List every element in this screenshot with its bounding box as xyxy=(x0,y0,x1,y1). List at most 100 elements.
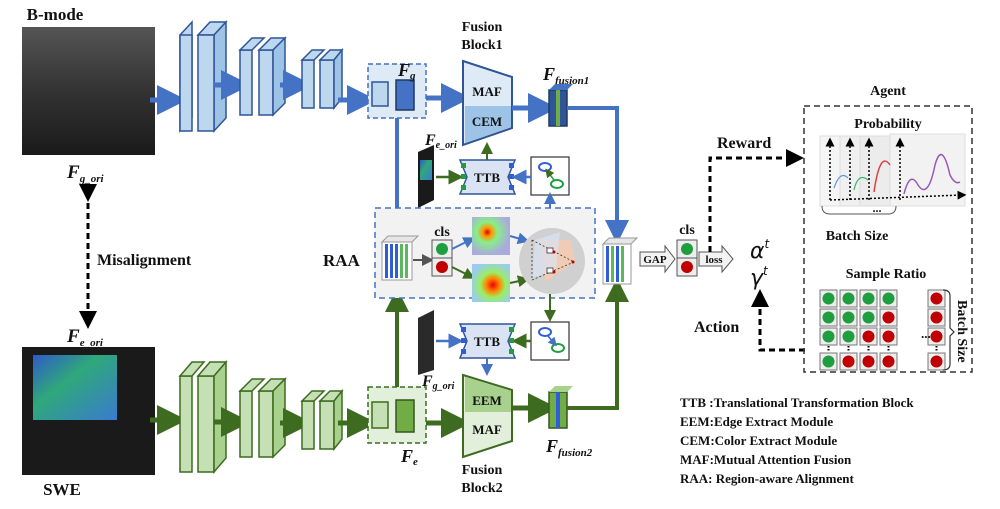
reward-label: Reward xyxy=(717,135,771,152)
positive-sample-dot xyxy=(842,330,855,343)
fusion-block2 xyxy=(462,373,513,459)
ttb-block-bottom xyxy=(458,323,517,359)
transform-source-icon xyxy=(550,179,564,189)
batch-brace xyxy=(942,289,955,371)
fg-feature-label: Fg xyxy=(397,60,416,82)
transform-arrow-icon xyxy=(545,168,555,181)
positive-sample-dot xyxy=(882,292,895,305)
positive-sample-dot xyxy=(842,292,855,305)
loss-arrow xyxy=(698,244,734,274)
action-label: Action xyxy=(694,319,739,336)
sample-ratio-batch-size-label: Batch Size xyxy=(954,300,969,363)
negative-sample-dot xyxy=(930,292,943,305)
probability-title: Probability xyxy=(854,117,921,132)
legend-item: CEM:Color Extract Module xyxy=(680,433,837,448)
transform-target-icon-bottom xyxy=(551,343,565,353)
fe-feature-label: Fe xyxy=(400,446,418,468)
action-arrow xyxy=(751,289,805,352)
legend: TTB :Translational Transformation Block … xyxy=(680,395,914,486)
positive-sample-dot xyxy=(822,330,835,343)
positive-sample-dot xyxy=(862,292,875,305)
ffusion2-feature-block xyxy=(548,386,573,429)
fe-ori-cross-label: Fe_ori xyxy=(424,132,457,151)
negative-sample-dot xyxy=(862,355,875,368)
transform-source-icon-bottom xyxy=(538,327,552,337)
alpha-label: αt xyxy=(750,237,771,264)
negative-sample-dot xyxy=(842,355,855,368)
heatmap2-to-align-arrow xyxy=(509,275,530,288)
misalignment-label: Misalignment xyxy=(97,252,192,269)
swe-thumbnail-overlay xyxy=(420,160,432,180)
legend-item: RAA: Region-aware Alignment xyxy=(680,471,854,486)
fusion-block2-eem: EEM xyxy=(472,393,502,408)
negative-sample-dot xyxy=(930,355,943,368)
cls-to-heatmap1-arrow xyxy=(451,237,476,250)
fusion-block1 xyxy=(462,59,513,147)
fusion-block1-title-line2: Block1 xyxy=(461,38,502,53)
head-cls-box xyxy=(676,239,698,277)
fusion-block1-cem: CEM xyxy=(472,114,502,129)
agent-title: Agent xyxy=(870,84,906,99)
fusion1-to-concat-arrow xyxy=(567,106,629,244)
loss-label: loss xyxy=(705,254,723,266)
raa-cls-label: cls xyxy=(434,225,450,240)
bmode-thumbnail xyxy=(418,310,434,375)
negative-sample-dot xyxy=(930,311,943,324)
agent-box xyxy=(803,105,973,373)
attention-heatmap-swe xyxy=(472,264,510,302)
legend-item: EEM:Edge Extract Module xyxy=(680,414,833,429)
legend-item: TTB :Translational Transformation Block xyxy=(680,395,914,410)
ttb-block-top xyxy=(458,159,517,195)
sample-ratio-grid xyxy=(819,289,946,371)
region-alignment-circle-icon xyxy=(519,228,585,294)
fusion-block1-title-line1: Fusion xyxy=(462,20,503,35)
negative-sample-dot xyxy=(882,311,895,324)
transform-icon-top xyxy=(530,156,570,196)
fusion-block2-title-line1: Fusion xyxy=(462,463,503,478)
final-concat-feature xyxy=(601,237,639,285)
swe-feature-label: Fe_ori xyxy=(66,326,104,349)
positive-sample-dot xyxy=(822,311,835,324)
transform-target-icon xyxy=(538,162,552,172)
bmode-encoder xyxy=(150,20,427,133)
positive-sample-dot xyxy=(842,311,855,324)
fg-ori-cross-label: Fg_ori xyxy=(421,373,455,392)
ttb-top-label: TTB xyxy=(474,170,500,185)
probability-batch-size-label: Batch Size xyxy=(826,229,889,244)
gap-label: GAP xyxy=(643,254,667,266)
fusion2-to-concat-arrow xyxy=(567,278,629,410)
legend-item: MAF:Mutual Attention Fusion xyxy=(680,452,852,467)
head-cls-label: cls xyxy=(679,223,695,238)
ffusion1-label: Ffusion1 xyxy=(542,64,589,87)
bmode-image xyxy=(22,27,155,155)
cls-to-heatmap2-arrow xyxy=(451,266,476,279)
svg-text:...: ... xyxy=(873,201,882,215)
positive-sample-dot xyxy=(822,292,835,305)
raa-label: RAA xyxy=(323,251,361,270)
positive-sample-dot xyxy=(862,311,875,324)
sample-ratio-title: Sample Ratio xyxy=(846,267,927,282)
negative-sample-dot xyxy=(862,330,875,343)
swe-title: SWE xyxy=(43,480,81,499)
bmode-title: B-mode xyxy=(27,5,84,24)
probability-plots: ... xyxy=(819,133,967,215)
positive-sample-dot xyxy=(822,355,835,368)
swe-encoder xyxy=(150,359,427,475)
fusion-block2-title-line2: Block2 xyxy=(461,481,502,496)
reward-arrow xyxy=(708,149,804,252)
ffusion2-label: Ffusion2 xyxy=(545,436,593,459)
gap-arrow xyxy=(639,244,676,274)
negative-sample-dot xyxy=(882,355,895,368)
raa-concat-feature xyxy=(380,235,420,281)
ttb-bottom-label: TTB xyxy=(474,334,500,349)
attention-heatmap-bmode xyxy=(472,217,510,255)
sample-ratio-ellipsis: ... xyxy=(921,326,931,341)
transform-icon-bottom xyxy=(530,321,570,361)
negative-sample-dot xyxy=(882,330,895,343)
bmode-feature-label: Fg_ori xyxy=(66,162,104,185)
gamma-label: γt xyxy=(750,264,769,291)
raa-cls-box xyxy=(431,239,453,277)
ffusion1-feature-block xyxy=(548,84,573,127)
fusion-block2-maf: MAF xyxy=(472,422,502,437)
